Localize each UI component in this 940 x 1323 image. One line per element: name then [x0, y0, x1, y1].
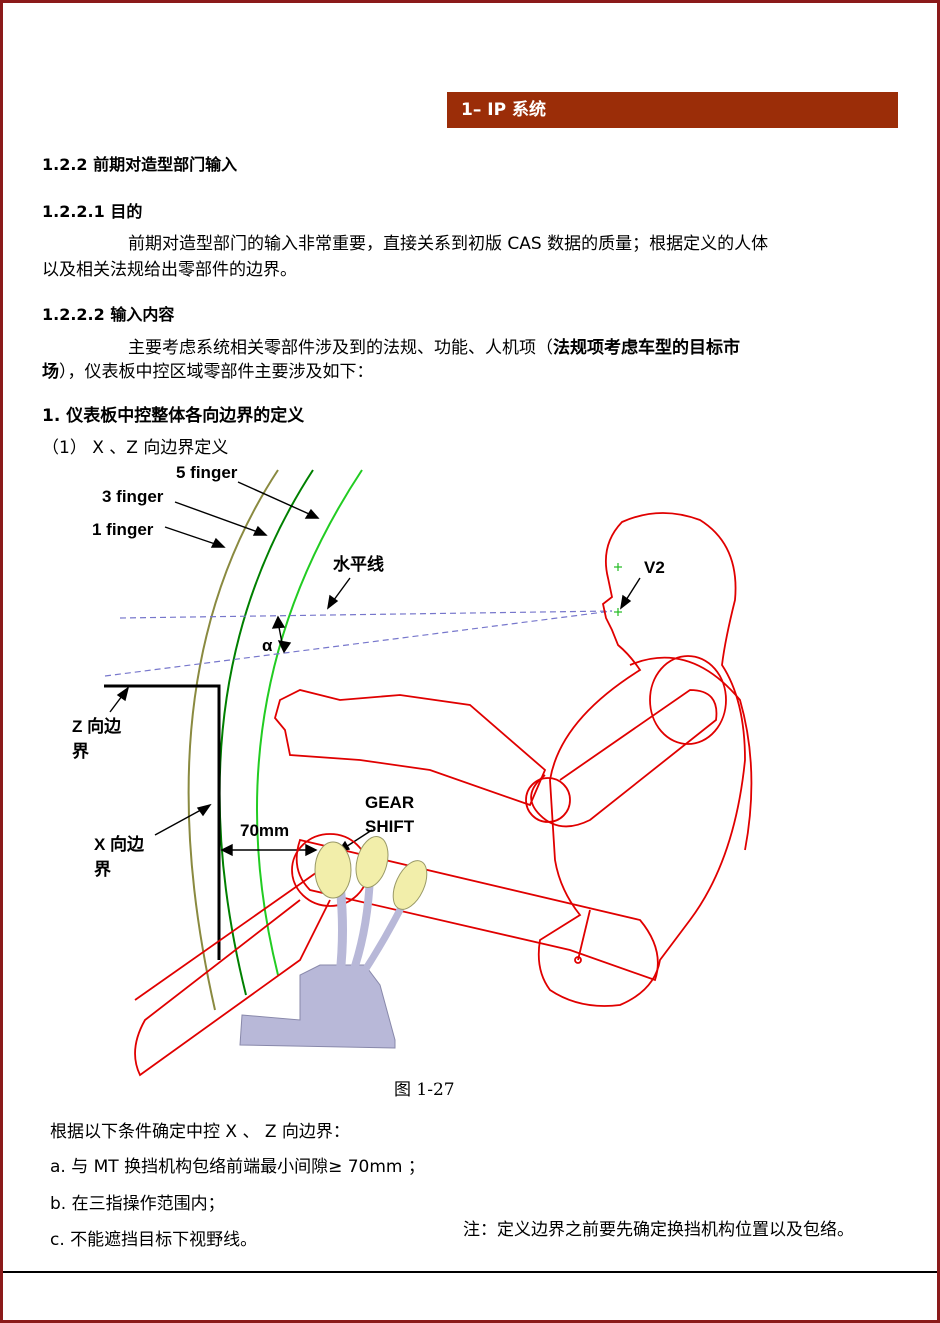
input-paragraph-line2: 场），仪表板中控区域零部件主要涉及如下： — [42, 358, 374, 386]
v2-markers — [614, 563, 622, 616]
header-title: 1– IP 系统 — [461, 100, 546, 120]
item-1-sub: （1） X 、Z 向边界定义 — [42, 438, 229, 458]
heading-1-2-2-2: 1.2.2.2 输入内容 — [42, 305, 175, 324]
label-horizontal-line: 水平线 — [333, 554, 384, 574]
heading-1-2-2: 1.2.2 前期对造型部门输入 — [42, 155, 238, 174]
label-z-boundary-1: Z 向边 — [72, 716, 122, 736]
label-shift: SHIFT — [365, 817, 415, 836]
label-alpha: α — [262, 636, 273, 655]
label-z-boundary-2: 界 — [72, 742, 89, 761]
lower-leg — [134, 899, 331, 1077]
arc-1-finger — [187, 469, 279, 1011]
input-paragraph-bold-2: 场 — [42, 362, 59, 382]
item-1-heading: 1. 仪表板中控整体各向边界的定义 — [42, 406, 305, 426]
head-outline — [537, 512, 746, 1007]
leader-arrows — [109, 481, 641, 857]
label-gear: GEAR — [365, 793, 414, 812]
gear-knob-3 — [392, 860, 428, 910]
shifter-base — [239, 964, 396, 1049]
shoulder-joint — [649, 655, 727, 745]
label-v2: V2 — [644, 558, 665, 577]
thigh-outline — [295, 838, 659, 982]
lower-sight-line — [104, 610, 613, 677]
condition-a: a. 与 MT 换挡机构包络前端最小间隙≥ 70mm ； — [50, 1157, 425, 1177]
condition-c: c. 不能遮挡目标下视野线。 — [50, 1230, 258, 1250]
figure-caption: 图 1-27 — [394, 1080, 455, 1100]
forearm-hand — [274, 689, 547, 807]
conditions-intro: 根据以下条件确定中控 X 、 Z 向边界： — [50, 1122, 350, 1142]
label-x-boundary-2: 界 — [94, 860, 111, 879]
purpose-paragraph-line1: 前期对造型部门的输入非常重要，直接关系到初版 CAS 数据的质量；根据定义的人体 — [128, 234, 769, 254]
elbow-joint — [525, 777, 571, 823]
input-paragraph-text-2: ），仪表板中控区域零部件主要涉及如下： — [59, 362, 374, 382]
gear-shift-mechanism — [239, 836, 428, 1049]
heading-1-2-2-1: 1.2.2.1 目的 — [42, 202, 143, 221]
z-x-boundary-line — [104, 684, 221, 960]
upper-arm — [530, 689, 718, 828]
label-5-finger: 5 finger — [176, 463, 238, 482]
section-header-bar: 1– IP 系统 — [447, 92, 898, 128]
gear-knob-1 — [314, 841, 352, 899]
label-3-finger: 3 finger — [102, 487, 164, 506]
input-paragraph-text: 主要考虑系统相关零部件涉及到的法规、功能、人机项（ — [128, 338, 553, 358]
input-paragraph-bold: 法规项考虑车型的目标市 — [553, 338, 740, 358]
label-70mm: 70mm — [240, 821, 289, 840]
note-text: 注：定义边界之前要先确定换挡机构位置以及包络。 — [463, 1220, 854, 1240]
arc-5-finger — [256, 469, 363, 976]
label-1-finger: 1 finger — [92, 520, 154, 539]
label-x-boundary-1: X 向边 — [94, 834, 145, 854]
torso-outline — [629, 656, 753, 851]
input-paragraph-line1: 主要考虑系统相关零部件涉及到的法规、功能、人机项（法规项考虑车型的目标市 — [128, 334, 740, 362]
shifter-shaft-1 — [335, 884, 347, 976]
occupant-manikin — [134, 512, 753, 1077]
arc-3-finger — [218, 469, 314, 996]
purpose-paragraph-line2: 以及相关法规给出零部件的边界。 — [42, 260, 297, 280]
lower-leg-inner — [134, 869, 321, 1001]
horizontal-sight-line — [119, 610, 613, 619]
gear-knob-2 — [355, 836, 389, 888]
footer-divider — [3, 1271, 937, 1273]
condition-b: b. 在三指操作范围内； — [50, 1194, 225, 1214]
